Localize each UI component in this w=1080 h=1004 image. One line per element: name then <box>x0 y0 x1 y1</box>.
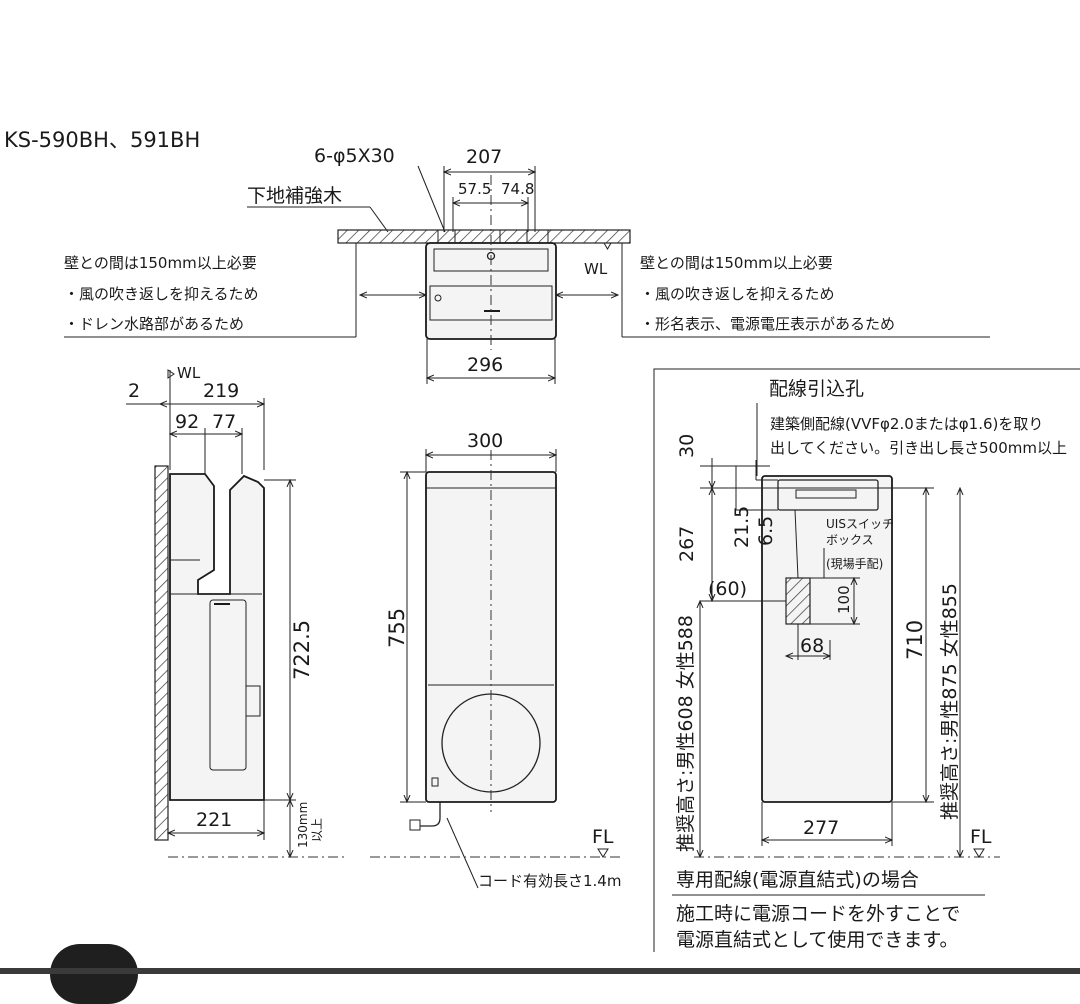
dim-74-8: 74.8 <box>501 180 534 198</box>
side-wall <box>154 465 169 841</box>
left-clearance-note: 壁との間は150mm以上必要 ・風の吹き返しを抑えるため ・ドレン水路部があるた… <box>64 243 426 338</box>
dim-77: 77 <box>212 411 236 433</box>
dim-722-5: 722.5 <box>290 620 314 680</box>
wiring-body <box>761 475 893 803</box>
screw-spec-label: 6-φ5X30 <box>314 145 395 167</box>
wiring-note-line1: 建築側配線(VVFφ2.0またはφ1.6)を取り <box>770 415 1043 433</box>
side-body <box>169 473 265 801</box>
svg-text:壁との間は150mm以上必要: 壁との間は150mm以上必要 <box>64 254 257 272</box>
model-title: KS-590BH、591BH <box>4 128 200 152</box>
dim-267: 267 <box>676 526 698 562</box>
bottom-bar <box>0 968 1080 974</box>
dim-207: 207 <box>466 146 502 168</box>
dim-100: 100 <box>835 585 853 614</box>
wiring-hole <box>777 479 879 511</box>
cord-length-note: コード有効長さ1.4m <box>478 872 621 890</box>
svg-text:・形名表示、電源電圧表示があるため: ・形名表示、電源電圧表示があるため <box>640 315 895 333</box>
front-view: 300 755 コード有効長さ1.4m FL <box>370 430 621 890</box>
fl-label-front: FL <box>592 826 614 848</box>
footer-line2: 施工時に電源コードを外すことで <box>676 903 960 925</box>
dim-221: 221 <box>196 809 232 831</box>
dim-130mm-suffix: 以上 <box>310 818 324 842</box>
dim-300: 300 <box>467 430 503 452</box>
wl-label-side: WL <box>177 364 201 382</box>
switch-box-label2: ボックス <box>826 533 874 547</box>
dim-60: (60) <box>708 578 747 600</box>
dim-21-5: 21.5 <box>731 506 753 548</box>
svg-text:壁との間は150mm以上必要: 壁との間は150mm以上必要 <box>640 254 833 272</box>
dim-296: 296 <box>467 354 503 376</box>
wiring-hole-heading: 配線引込孔 <box>769 378 864 400</box>
height-note-left: 推奨高さ:男性608 女性588 <box>675 615 697 852</box>
footer-line3: 電源直結式として使用できます。 <box>676 929 959 951</box>
installation-drawing: KS-590BH、591BH 6-φ5X30 下地補強木 207 57.5 <box>4 128 1080 952</box>
svg-text:・風の吹き返しを抑えるため: ・風の吹き返しを抑えるため <box>640 285 835 303</box>
dim-277: 277 <box>803 817 839 839</box>
fl-label-wiring: FL <box>970 826 992 848</box>
switch-box <box>785 577 811 625</box>
side-view: WL 2 219 92 77 722.5 221 130mm 以上 <box>126 364 344 857</box>
dim-710: 710 <box>903 620 927 660</box>
top-view: 6-φ5X30 下地補強木 207 57.5 74.8 WL 296 壁との間は… <box>64 145 990 384</box>
svg-text:・ドレン水路部があるため: ・ドレン水路部があるため <box>64 315 244 333</box>
dim-130mm: 130mm <box>296 802 310 848</box>
dim-219: 219 <box>203 380 239 402</box>
wl-label-top: WL <box>584 260 608 278</box>
dim-2: 2 <box>128 380 140 402</box>
dim-57-5: 57.5 <box>458 180 491 198</box>
dim-68: 68 <box>800 635 824 657</box>
height-note-right: 推奨高さ:男性875 女性855 <box>939 583 961 820</box>
dim-755: 755 <box>385 608 409 648</box>
reinforcement-label: 下地補強木 <box>247 185 342 207</box>
dim-6-5: 6.5 <box>755 516 777 546</box>
corner-badge <box>50 944 138 1004</box>
footer-title: 専用配線(電源直結式)の場合 <box>676 869 919 891</box>
site-arranged-label: (現場手配) <box>826 557 883 571</box>
svg-text:・風の吹き返しを抑えるため: ・風の吹き返しを抑えるため <box>64 285 259 303</box>
power-cord <box>420 802 441 827</box>
wiring-view: 配線引込孔 建築側配線(VVFφ2.0またはφ1.6)を取り 出してください。引… <box>653 368 1080 952</box>
right-clearance-note: 壁との間は150mm以上必要 ・風の吹き返しを抑えるため ・形名表示、電源電圧表… <box>556 243 990 338</box>
dim-30: 30 <box>676 434 698 458</box>
wiring-note-line2: 出してください。引き出し長さ500mm以上 <box>770 439 1067 457</box>
wall-section <box>337 229 631 244</box>
dim-92: 92 <box>175 411 199 433</box>
switch-box-label1: UISスイッチ <box>826 517 894 531</box>
